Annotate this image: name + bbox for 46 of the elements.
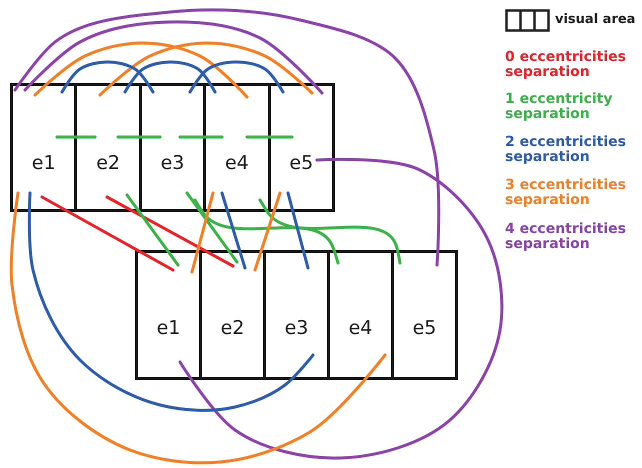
connector-line <box>126 194 180 266</box>
cell-label: e5 <box>288 152 314 174</box>
cell-label: e2 <box>95 152 121 174</box>
visual-area-cell <box>263 250 330 380</box>
connector-line <box>186 192 238 264</box>
visual-area-cell <box>391 250 458 380</box>
legend-label: 2 eccentricities separation <box>505 135 627 165</box>
cell-label: e4 <box>348 317 374 339</box>
connector-line <box>56 136 96 138</box>
visual-area-cell <box>199 250 266 380</box>
connector-line <box>34 42 248 98</box>
cell-label: e3 <box>160 152 186 174</box>
legend-label: 0 eccentricities separation <box>505 50 627 80</box>
visual-area-cell <box>203 83 271 212</box>
cell-label: e1 <box>30 152 57 174</box>
connector-line <box>246 136 294 138</box>
cell-label: e3 <box>284 317 310 339</box>
legend-label: 1 eccentricity separation <box>505 92 614 122</box>
connector-line <box>124 60 216 94</box>
connector-line <box>178 136 224 138</box>
connector-line <box>40 196 174 272</box>
connector-line <box>194 198 340 264</box>
visual-area-cell <box>327 250 394 380</box>
cell-label: e2 <box>220 317 246 339</box>
connector-line <box>28 192 314 412</box>
connector-line <box>190 192 214 274</box>
connector-line <box>178 158 504 460</box>
connector-line <box>60 60 154 94</box>
connector-line <box>14 8 440 266</box>
cell-label: e4 <box>224 152 250 174</box>
connector-line <box>254 192 282 272</box>
legend-label: 3 eccentricities separation <box>505 178 627 208</box>
connector-line <box>106 196 234 268</box>
connector-line <box>24 20 324 94</box>
cell-label: e1 <box>156 317 182 339</box>
connector-line <box>286 192 310 270</box>
connector-line <box>258 198 402 264</box>
connector-line <box>116 136 162 138</box>
cell-label: e5 <box>412 317 438 339</box>
legend-label: visual area <box>555 12 636 27</box>
connector-line <box>10 192 386 464</box>
connector-line <box>220 192 246 270</box>
legend-label: 4 eccentricities separation <box>505 222 627 252</box>
visual-area-cell <box>135 250 202 380</box>
connector-line <box>188 60 284 94</box>
visual-area-cell <box>74 83 142 212</box>
